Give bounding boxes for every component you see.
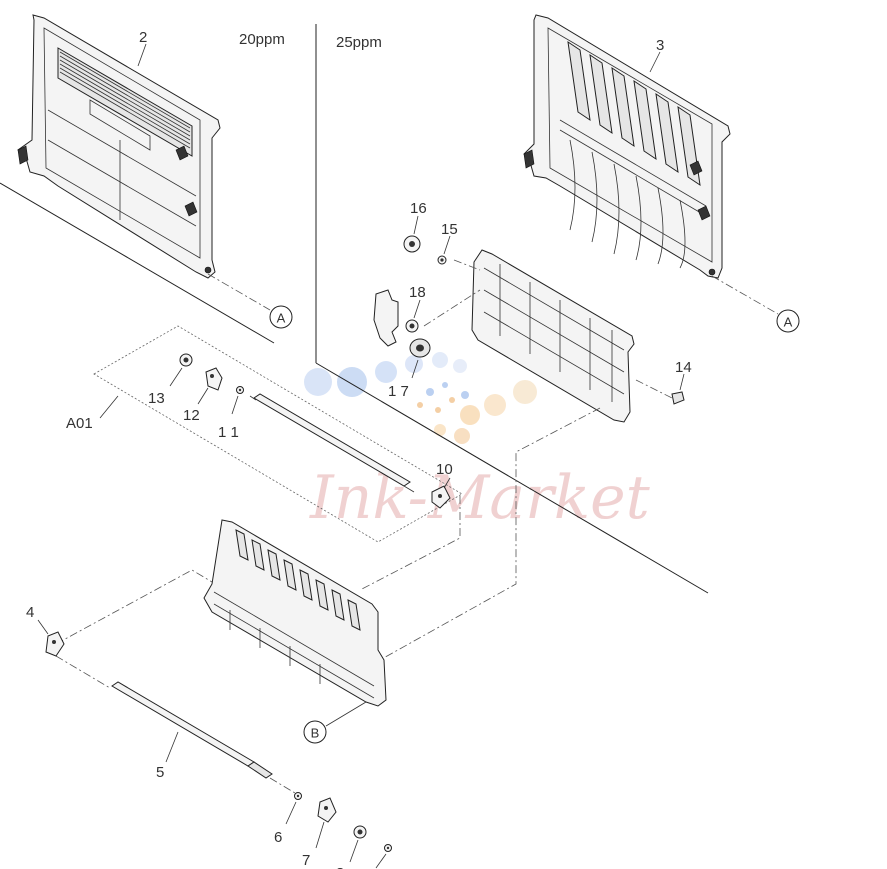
divider-lines (0, 24, 709, 594)
callout-circle-b (303, 720, 327, 744)
part-number-2: 2 (139, 29, 147, 46)
part-number-17: 1 7 (388, 383, 409, 400)
duplex-guide-upper (471, 249, 635, 423)
bushing-4 (45, 631, 65, 657)
group-label-a01: A01 (66, 415, 93, 432)
bushing-7 (317, 797, 337, 823)
bracket-18 (373, 289, 419, 347)
header-20ppm: 20ppm (239, 31, 285, 48)
part-number-14: 14 (675, 359, 692, 376)
part-number-4: 4 (26, 604, 34, 621)
part-number-6: 6 (274, 829, 282, 846)
gear-16 (403, 235, 421, 253)
watermark-text: Ink-Market (309, 463, 651, 533)
rear-cover-20ppm (17, 14, 221, 279)
callout-a-left: A (277, 311, 286, 326)
bushing-10 (431, 485, 451, 509)
duplex-guide-lower (203, 519, 387, 707)
callout-circle-a-left (269, 305, 293, 329)
part-number-13: 13 (148, 390, 165, 407)
a01-group-box (93, 325, 463, 543)
part-number-8: 8 (336, 865, 344, 869)
watermark: Ink-Market (304, 352, 651, 533)
header-25ppm: 25ppm (336, 34, 382, 51)
part-number-18: 18 (409, 284, 426, 301)
callout-a-right: A (784, 315, 793, 330)
screw-14 (671, 391, 685, 405)
callout-b: B (311, 726, 320, 741)
washer-11 (236, 386, 244, 394)
part-number-12: 12 (183, 407, 200, 424)
part-number-15: 15 (441, 221, 458, 238)
gear-8 (353, 825, 392, 852)
part-number-3: 3 (656, 37, 664, 54)
part-number-7: 7 (302, 852, 310, 869)
part-number-10: 10 (436, 461, 453, 478)
roller-5 (111, 681, 273, 779)
part-number-11: 1 1 (218, 424, 239, 441)
washer-15 (437, 255, 447, 265)
part-number-5: 5 (156, 764, 164, 781)
washer-6 (294, 792, 302, 800)
gear-17 (409, 338, 431, 358)
callout-circle-a-right (776, 309, 800, 333)
gear-13 (179, 353, 193, 367)
rear-cover-25ppm (523, 14, 731, 279)
bushing-12 (205, 367, 223, 391)
roller-a01 (249, 393, 415, 493)
part-number-16: 16 (410, 200, 427, 217)
